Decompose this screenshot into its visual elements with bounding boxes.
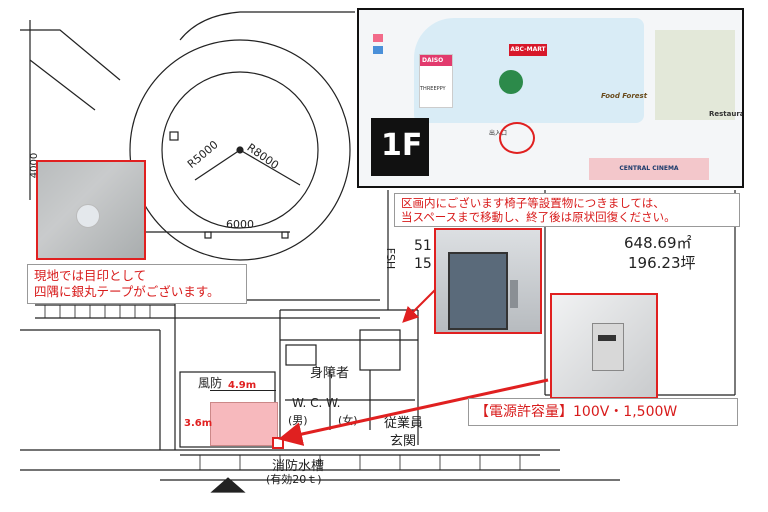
map-store-daiso: DAISO THREEPPY: [419, 54, 453, 108]
area-tsubo: 196.23坪: [628, 254, 696, 272]
room-number-51: 51: [414, 238, 432, 254]
floor-badge-text: 1F: [381, 128, 423, 163]
outlet-plug: [598, 335, 616, 341]
store-icon: [373, 34, 383, 42]
abc-mart-logo: ABC-MART: [509, 44, 547, 56]
floor-map-inset: DAISO THREEPPY ABC-MART Food Forest Rest…: [357, 8, 744, 188]
storage-door-photo: [434, 228, 542, 334]
marker-notice: 現地では目印として 四隅に銀丸テープがございます。: [27, 264, 247, 304]
central-plaza-icon: [499, 70, 523, 94]
silver-tape-marker: [76, 204, 100, 228]
chair-notice-line-2: 当スペースまで移動し、終了後は原状回復ください。: [401, 210, 676, 224]
map-cinema-area: CENTRAL CINEMA: [589, 158, 709, 180]
area-square-meters: 648.69㎡: [624, 234, 692, 252]
threeppy-label: THREEPPY: [420, 86, 446, 92]
wc-label: W. C. W.: [292, 396, 341, 410]
marker-notice-line-1: 現地では目印として: [34, 268, 147, 283]
map-left-icons: [369, 30, 409, 90]
event-space-area: [210, 402, 278, 446]
marker-notice-line-2: 四隅に銀丸テープがございます。: [34, 284, 220, 299]
door-panel: [448, 252, 508, 330]
map-entrance-label: 出入口: [489, 130, 508, 137]
floor-marker-photo: [36, 160, 146, 260]
event-location-circle: [499, 122, 535, 154]
wall-outlet: [592, 323, 624, 371]
daiso-logo: DAISO: [420, 55, 452, 66]
facility-icon: [373, 46, 383, 54]
food-forest-label: Food Forest: [601, 92, 648, 100]
room-number-15: 15: [414, 256, 432, 272]
space-height-label: 3.6m: [184, 418, 213, 429]
chair-notice: 区画内にございます椅子等設置物につきましては、 当スペースまで移動し、終了後は原…: [394, 193, 740, 227]
power-outlet-photo: [550, 293, 658, 399]
restaurant-label: Restaura: [709, 110, 744, 118]
accessible-toilet-label: 身障者: [310, 366, 350, 381]
power-capacity-notice: 【電源許容量】100V・1,500W: [468, 398, 738, 426]
windbreak-label: 風防: [198, 376, 223, 390]
dimension-6000: 6000: [226, 218, 254, 231]
chair-notice-line-1: 区画内にございます椅子等設置物につきましては、: [401, 196, 665, 210]
floor-badge: 1F: [371, 118, 429, 176]
door-handle: [510, 280, 518, 308]
tank-capacity-label: (有効20ｔ): [266, 473, 322, 486]
space-width-label: 4.9m: [228, 380, 257, 391]
fire-water-tank-label: 消防水槽: [272, 459, 325, 474]
width-dimension-line: [210, 390, 276, 391]
map-right-wing: [655, 30, 735, 120]
staff-label: 従業員: [384, 416, 424, 431]
cinema-label: CENTRAL CINEMA: [619, 165, 679, 172]
staff-entrance-label: 玄関: [390, 434, 417, 449]
